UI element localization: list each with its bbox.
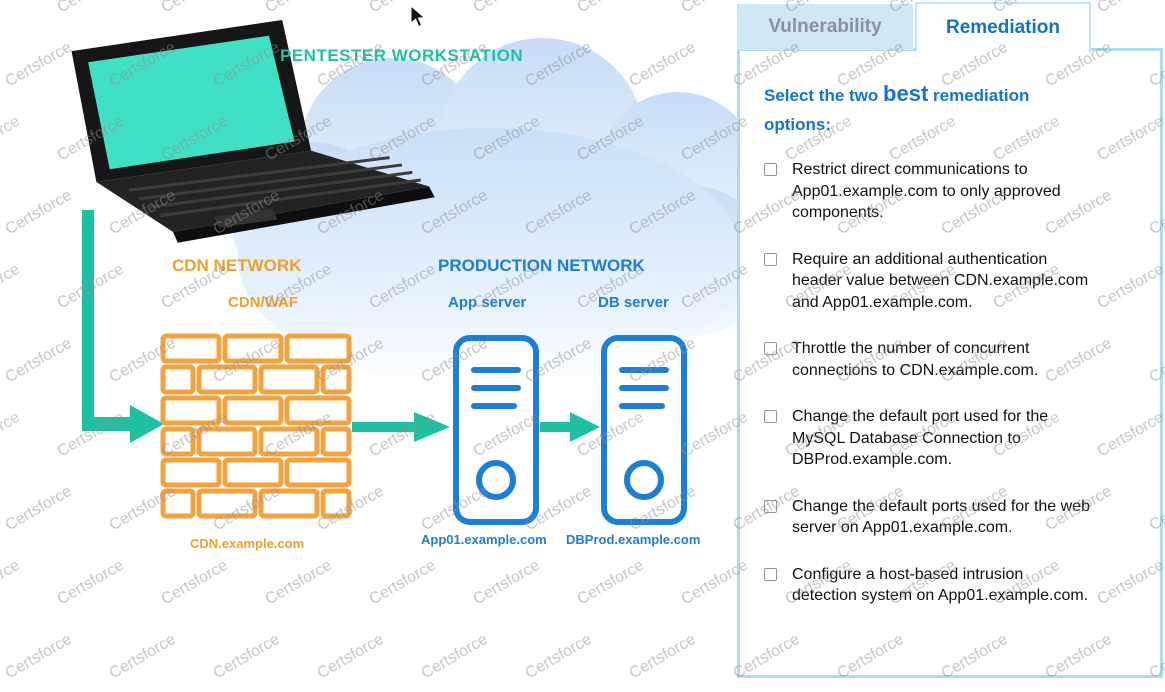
cdn-waf-label: CDN/WAF <box>228 294 298 311</box>
app-domain-label: App01.example.com <box>421 532 547 547</box>
option-checkbox[interactable] <box>764 499 777 513</box>
remediation-options-list: Restrict direct communications to App01.… <box>764 159 1136 607</box>
option-checkbox[interactable] <box>764 252 777 266</box>
production-network-label: PRODUCTION NETWORK <box>438 256 645 275</box>
option-checkbox[interactable] <box>764 410 777 423</box>
option-row[interactable]: Throttle the number of concurrent connec… <box>764 338 1136 381</box>
cdn-network-label: CDN NETWORK <box>172 256 302 275</box>
db-domain-label: DBProd.example.com <box>566 532 701 547</box>
arrow-app-to-db-icon <box>540 412 600 442</box>
panel-tabs: Vulnerability Remediation <box>737 0 1165 52</box>
option-checkbox[interactable] <box>764 163 777 176</box>
option-checkbox[interactable] <box>764 342 777 355</box>
prompt-text: Select the two best remediation options: <box>764 79 1094 139</box>
firewall-icon <box>160 333 352 519</box>
prompt-pre: Select the two <box>764 86 884 105</box>
option-label: Require an additional authentication hea… <box>792 250 1089 311</box>
mouse-cursor-icon <box>410 5 426 28</box>
cdn-domain-label: CDN.example.com <box>190 536 305 551</box>
app-server-label: App server <box>448 294 527 311</box>
option-row[interactable]: Require an additional authentication hea… <box>764 249 1136 314</box>
option-label: Change the default ports used for the we… <box>792 497 1090 537</box>
arrow-cdn-to-app-icon <box>352 412 450 442</box>
db-server-label: DB server <box>598 294 669 311</box>
prompt-emphasis: best <box>883 81 929 106</box>
db-server-icon <box>601 335 687 525</box>
prompt-post: remediation options: <box>764 86 1030 134</box>
option-label: Restrict direct communications to App01.… <box>792 161 1061 221</box>
option-label: Throttle the number of concurrent connec… <box>792 340 1039 379</box>
option-row[interactable]: Change the default port used for the MyS… <box>764 406 1136 471</box>
arrow-laptop-to-cdn-icon <box>82 210 164 443</box>
pentester-workstation-label: PENTESTER WORKSTATION <box>280 46 524 65</box>
option-label: Configure a host-based intrusion detecti… <box>792 565 1089 605</box>
laptop-icon <box>71 20 435 243</box>
option-row[interactable]: Change the default ports used for the we… <box>764 496 1136 539</box>
option-checkbox[interactable] <box>764 567 777 581</box>
option-label: Change the default port used for the MyS… <box>792 408 1049 468</box>
tab-vulnerability[interactable]: Vulnerability <box>737 4 913 50</box>
remediation-panel: Select the two best remediation options:… <box>737 48 1163 678</box>
option-row[interactable]: Configure a host-based intrusion detecti… <box>764 564 1136 607</box>
option-row[interactable]: Restrict direct communications to App01.… <box>764 159 1136 224</box>
app-server-icon <box>453 335 539 525</box>
tab-remediation[interactable]: Remediation <box>915 2 1091 52</box>
